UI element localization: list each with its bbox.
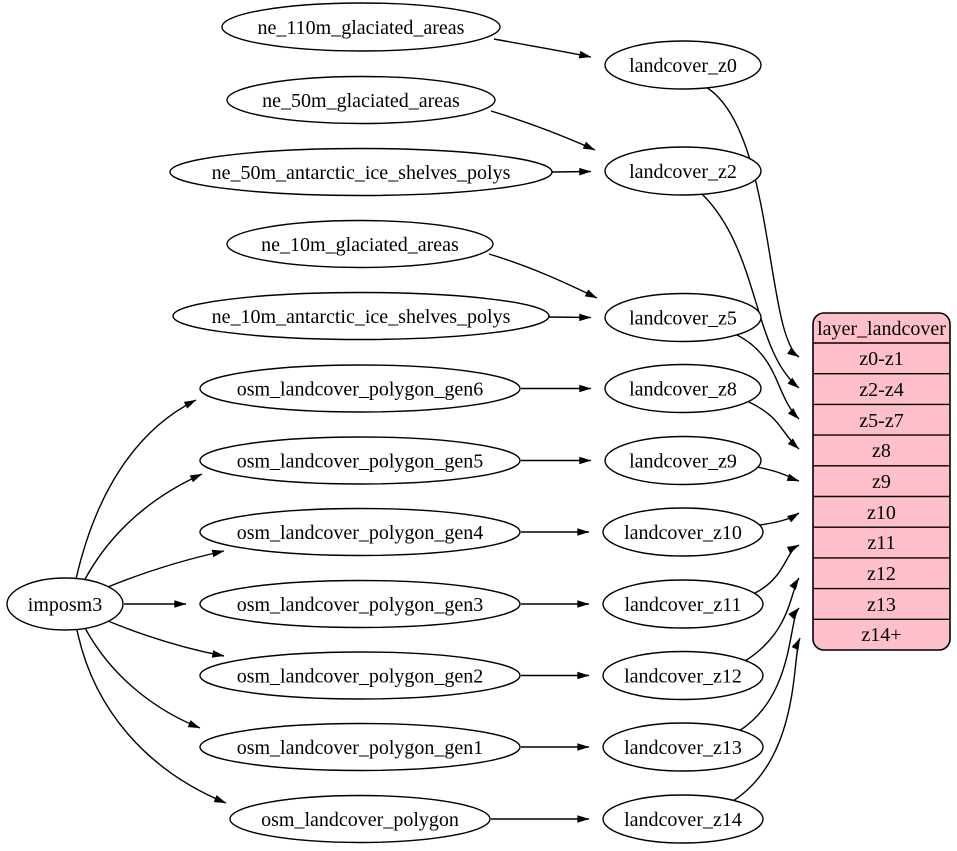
table-row-z13: z13 xyxy=(867,594,896,616)
table-row-z9: z9 xyxy=(872,471,891,493)
edge-landcover_z13-row-z13 xyxy=(738,607,800,732)
svg-text:osm_landcover_polygon_gen2: osm_landcover_polygon_gen2 xyxy=(237,666,484,688)
svg-text:ne_110m_glaciated_areas: ne_110m_glaciated_areas xyxy=(258,17,465,39)
edge-ne_50m_antarctic_ice_shelves_polys-landcover_z2 xyxy=(551,167,592,176)
edge-imposm3-osm_landcover_polygon xyxy=(76,629,227,804)
svg-text:imposm3: imposm3 xyxy=(28,594,102,616)
edge-imposm3-osm_landcover_polygon_gen4 xyxy=(107,549,225,588)
node-osm_landcover_polygon_gen1: osm_landcover_polygon_gen1 xyxy=(199,722,521,772)
svg-text:landcover_z11: landcover_z11 xyxy=(625,594,742,616)
node-landcover_z12: landcover_z12 xyxy=(602,650,764,701)
svg-text:landcover_z0: landcover_z0 xyxy=(629,55,737,77)
node-imposm3: imposm3 xyxy=(6,577,124,631)
node-osm_landcover_polygon_gen5: osm_landcover_polygon_gen5 xyxy=(199,436,521,485)
svg-text:ne_10m_glaciated_areas: ne_10m_glaciated_areas xyxy=(261,234,459,256)
svg-text:landcover_z8: landcover_z8 xyxy=(629,379,737,401)
table-title: layer_landcover xyxy=(817,318,946,340)
svg-text:landcover_z14: landcover_z14 xyxy=(624,809,742,831)
table-background xyxy=(812,312,951,651)
node-osm_landcover_polygon_gen6: osm_landcover_polygon_gen6 xyxy=(199,364,521,413)
svg-text:ne_50m_antarctic_ice_shelves_p: ne_50m_antarctic_ice_shelves_polys xyxy=(212,162,511,184)
node-osm_landcover_polygon_gen2: osm_landcover_polygon_gen2 xyxy=(199,651,521,700)
edge-imposm3-osm_landcover_polygon_gen6 xyxy=(75,399,197,580)
node-landcover_z11: landcover_z11 xyxy=(602,579,764,629)
edges xyxy=(75,38,801,823)
svg-text:landcover_z9: landcover_z9 xyxy=(629,451,737,473)
node-landcover_z5: landcover_z5 xyxy=(604,292,762,343)
nodes: imposm3 ne_110m_glaciated_areas ne_50m_g… xyxy=(6,2,764,844)
svg-text:osm_landcover_polygon_gen1: osm_landcover_polygon_gen1 xyxy=(237,737,484,759)
table-row-z11: z11 xyxy=(867,532,895,554)
edge-landcover_z12-row-z12 xyxy=(744,577,800,662)
edge-ne_50m_glaciated_areas-landcover_z2 xyxy=(490,110,596,151)
table-layer_landcover: layer_landcover z0-z1 z2-z4 z5-z7 z8 z9 … xyxy=(812,312,951,651)
table-row-z2-z4: z2-z4 xyxy=(859,379,903,401)
node-landcover_z8: landcover_z8 xyxy=(604,363,762,414)
edge-landcover_z2-row-z2-z4 xyxy=(700,192,800,389)
node-landcover_z0: landcover_z0 xyxy=(604,40,762,90)
edge-landcover_z11-row-z11 xyxy=(754,544,800,594)
table-row-z0-z1: z0-z1 xyxy=(859,348,903,370)
edge-imposm3-osm_landcover_polygon_gen2 xyxy=(107,620,225,658)
edge-landcover_z9-row-z9 xyxy=(756,466,800,482)
node-landcover_z10: landcover_z10 xyxy=(602,507,764,557)
node-landcover_z13: landcover_z13 xyxy=(602,722,764,772)
table-row-z14plus: z14+ xyxy=(861,624,901,646)
edge-ne_110m_glaciated_areas-landcover_z0 xyxy=(493,38,592,59)
table-row-z10: z10 xyxy=(867,502,896,524)
svg-text:ne_50m_glaciated_areas: ne_50m_glaciated_areas xyxy=(262,90,460,112)
node-osm_landcover_polygon_gen4: osm_landcover_polygon_gen4 xyxy=(199,507,521,557)
edge-imposm3-osm_landcover_polygon_gen5 xyxy=(83,473,203,582)
svg-text:ne_10m_antarctic_ice_shelves_p: ne_10m_antarctic_ice_shelves_polys xyxy=(212,306,511,328)
edge-landcover_z14-row-z14plus xyxy=(732,637,801,802)
edge-landcover_z0-row-z0-z1 xyxy=(705,86,800,358)
svg-text:osm_landcover_polygon_gen6: osm_landcover_polygon_gen6 xyxy=(237,379,484,401)
table-row-z12: z12 xyxy=(867,563,896,585)
edge-landcover_z10-row-z10 xyxy=(759,512,800,526)
edge-ne_10m_antarctic_ice_shelves_polys-landcover_z5 xyxy=(546,313,592,322)
edge-ne_10m_glaciated_areas-landcover_z5 xyxy=(488,253,598,299)
svg-text:osm_landcover_polygon_gen5: osm_landcover_polygon_gen5 xyxy=(237,451,484,473)
node-landcover_z2: landcover_z2 xyxy=(604,146,762,196)
node-ne_50m_antarctic_ice_shelves_polys: ne_50m_antarctic_ice_shelves_polys xyxy=(169,147,553,197)
node-osm_landcover_polygon: osm_landcover_polygon xyxy=(229,794,491,844)
node-ne_50m_glaciated_areas: ne_50m_glaciated_areas xyxy=(226,75,496,125)
svg-text:landcover_z13: landcover_z13 xyxy=(624,737,742,759)
table-row-z5-z7: z5-z7 xyxy=(859,410,903,432)
node-landcover_z14: landcover_z14 xyxy=(602,794,764,844)
table-row-z8: z8 xyxy=(872,440,891,462)
svg-text:osm_landcover_polygon_gen4: osm_landcover_polygon_gen4 xyxy=(237,522,484,544)
node-ne_10m_antarctic_ice_shelves_polys: ne_10m_antarctic_ice_shelves_polys xyxy=(172,291,550,341)
svg-text:osm_landcover_polygon_gen3: osm_landcover_polygon_gen3 xyxy=(237,594,484,616)
node-ne_110m_glaciated_areas: ne_110m_glaciated_areas xyxy=(221,2,501,52)
node-osm_landcover_polygon_gen3: osm_landcover_polygon_gen3 xyxy=(199,579,521,629)
edge-landcover_z8-row-z8 xyxy=(748,401,800,450)
svg-text:landcover_z12: landcover_z12 xyxy=(624,666,742,688)
node-ne_10m_glaciated_areas: ne_10m_glaciated_areas xyxy=(226,219,494,269)
svg-text:osm_landcover_polygon: osm_landcover_polygon xyxy=(261,809,459,831)
node-landcover_z9: landcover_z9 xyxy=(604,435,762,486)
svg-text:landcover_z2: landcover_z2 xyxy=(629,161,737,183)
svg-text:landcover_z5: landcover_z5 xyxy=(629,308,737,330)
svg-text:landcover_z10: landcover_z10 xyxy=(624,522,742,544)
edge-landcover_z5-row-z5-z7 xyxy=(736,334,800,420)
edge-imposm3-osm_landcover_polygon_gen1 xyxy=(84,627,201,729)
